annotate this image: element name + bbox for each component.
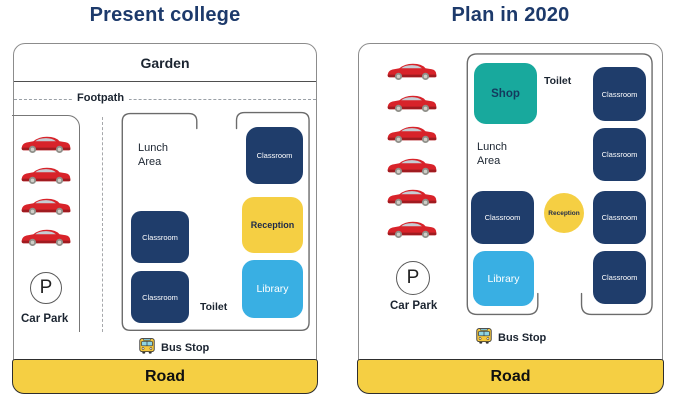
road: Road bbox=[357, 359, 664, 394]
plan-2020-title: Plan in 2020 bbox=[451, 4, 570, 26]
garden-area: Garden bbox=[14, 44, 316, 82]
car-icon bbox=[385, 156, 439, 176]
car-park-label: Car Park bbox=[390, 300, 438, 312]
bus-stop: Bus Stop bbox=[138, 337, 209, 359]
library-block: Library bbox=[473, 251, 534, 306]
bus-icon-slot bbox=[475, 327, 493, 349]
car-icon bbox=[19, 134, 73, 154]
classroom-block: Classroom bbox=[246, 127, 303, 184]
classroom-block: Classroom bbox=[593, 128, 646, 181]
car-icon bbox=[385, 187, 439, 207]
footpath-label: Footpath bbox=[72, 92, 130, 104]
bus-stop: Bus Stop bbox=[475, 327, 546, 349]
classroom-label: Classroom bbox=[256, 151, 293, 160]
car-icon bbox=[19, 165, 73, 185]
shop-label: Shop bbox=[491, 87, 520, 100]
present-college-panel: Garden Footpath bbox=[12, 43, 318, 394]
classroom-block: Classroom bbox=[593, 191, 646, 244]
bus-icon-slot bbox=[138, 337, 156, 359]
car-park-outline bbox=[12, 115, 80, 332]
footpath-line bbox=[14, 99, 316, 100]
classroom-label: Classroom bbox=[484, 213, 521, 222]
car-icon bbox=[19, 227, 73, 247]
classroom-block: Classroom bbox=[471, 191, 534, 244]
present-college-title: Present college bbox=[89, 4, 241, 26]
classroom-label: Classroom bbox=[601, 89, 638, 99]
plan-2020-panel: P Car Park Shop Toilet Classroom Classro… bbox=[357, 43, 664, 394]
bus-icon bbox=[138, 338, 156, 358]
road: Road bbox=[12, 359, 318, 394]
parking-icon: P bbox=[30, 272, 62, 304]
bus-stop-label: Bus Stop bbox=[161, 342, 210, 354]
footpath-vertical-line bbox=[102, 117, 103, 332]
car-park-cars bbox=[385, 61, 439, 239]
classroom-label: Classroom bbox=[142, 292, 178, 302]
toilet-label: Toilet bbox=[544, 75, 572, 87]
classroom-block: Classroom bbox=[131, 271, 189, 323]
car-icon bbox=[385, 93, 439, 113]
garden-label: Garden bbox=[140, 54, 190, 71]
lunch-area-label: Lunch Area bbox=[138, 142, 168, 169]
road-label: Road bbox=[145, 367, 185, 385]
classroom-block: Classroom bbox=[131, 211, 189, 263]
classroom-label: Classroom bbox=[142, 232, 178, 242]
reception-block: Reception bbox=[242, 197, 303, 253]
car-icon bbox=[385, 124, 439, 144]
car-park-label: Car Park bbox=[21, 313, 69, 325]
car-icon bbox=[385, 219, 439, 239]
library-block: Library bbox=[242, 260, 303, 318]
classroom-label: Classroom bbox=[601, 150, 638, 159]
reception-label: Reception bbox=[250, 220, 295, 230]
classroom-block: Classroom bbox=[593, 67, 646, 121]
reception-block: Reception bbox=[544, 193, 584, 233]
parking-icon: P bbox=[396, 261, 430, 295]
classroom-label: Classroom bbox=[601, 213, 638, 222]
reception-label: Reception bbox=[548, 209, 580, 217]
car-park-cars bbox=[19, 134, 73, 247]
car-icon bbox=[385, 61, 439, 81]
road-label: Road bbox=[490, 367, 531, 385]
library-label: Library bbox=[256, 283, 289, 295]
car-icon bbox=[19, 196, 73, 216]
classroom-block: Classroom bbox=[593, 251, 646, 304]
lunch-area-label: Lunch Area bbox=[477, 141, 507, 168]
bus-icon bbox=[475, 328, 493, 348]
toilet-label: Toilet bbox=[200, 301, 228, 313]
shop-block: Shop bbox=[474, 63, 537, 124]
library-label: Library bbox=[487, 272, 520, 285]
bus-stop-label: Bus Stop bbox=[498, 332, 547, 344]
classroom-label: Classroom bbox=[601, 273, 638, 282]
